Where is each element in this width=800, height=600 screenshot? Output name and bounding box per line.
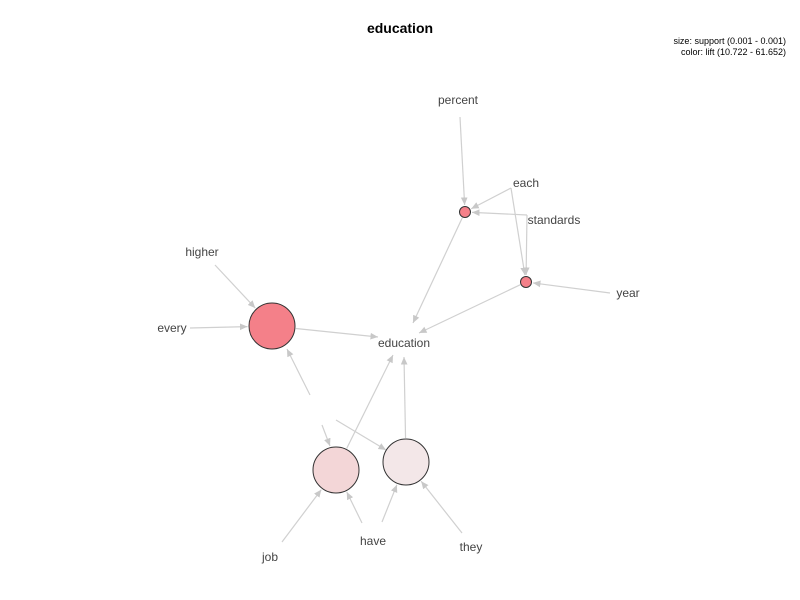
rule-4-node[interactable] — [312, 446, 360, 494]
legend-size: size: support (0.001 - 0.001) — [673, 36, 786, 46]
item-label-each[interactable]: each — [513, 176, 539, 190]
edge-rule-5-to-education — [400, 356, 408, 439]
edge-lower-to-rule-4 — [321, 424, 331, 447]
legend: size: support (0.001 - 0.001) color: lif… — [673, 36, 786, 58]
label-layer: percent each standards higher year every educa… — [157, 93, 639, 564]
edge-higher-to-rule-3 — [214, 264, 256, 309]
edge-rule-2-to-education — [418, 284, 521, 334]
edge-rule-4-to-education — [346, 354, 394, 449]
item-label-every[interactable]: every — [157, 321, 186, 335]
item-label-standards[interactable]: standards — [528, 213, 581, 227]
graph-title: education — [366, 20, 434, 36]
rule-3-node[interactable] — [248, 302, 296, 350]
edge-standards-to-rule-2 — [522, 214, 530, 276]
edge-lower-to-rule-5 — [335, 419, 387, 451]
edge-each-to-rule-2 — [510, 187, 528, 276]
rule-2-node[interactable] — [520, 276, 532, 288]
item-label-job[interactable]: job — [261, 550, 278, 564]
edge-standards-to-rule-1 — [471, 209, 528, 217]
item-label-year[interactable]: year — [616, 286, 639, 300]
edge-have-to-rule-4 — [346, 491, 363, 524]
item-label-higher[interactable]: higher — [185, 245, 218, 259]
edge-rule-1-to-education — [412, 217, 463, 324]
edge-layer — [189, 116, 611, 543]
item-label-they[interactable]: they — [460, 540, 483, 554]
legend-color: color: lift (10.722 - 61.652) — [680, 47, 786, 57]
edge-rule-3-to-education — [295, 327, 379, 340]
edge-job-to-rule-4 — [281, 489, 322, 543]
edge-percent-to-rule-1 — [459, 116, 468, 206]
edge-year-to-rule-2 — [532, 280, 611, 294]
edge-every-to-rule-3 — [189, 323, 248, 331]
item-label-percent[interactable]: percent — [438, 93, 479, 107]
edge-lower-to-rule-3 — [286, 348, 311, 396]
edge-each-to-rule-1 — [470, 187, 512, 210]
rule-1-node[interactable] — [459, 206, 471, 218]
rule-5-node[interactable] — [382, 438, 430, 486]
edge-have-to-rule-5 — [381, 484, 398, 523]
edge-they-to-rule-5 — [420, 480, 463, 534]
item-label-education[interactable]: education — [378, 336, 430, 350]
item-label-have[interactable]: have — [360, 534, 386, 548]
node-layer — [248, 206, 532, 494]
